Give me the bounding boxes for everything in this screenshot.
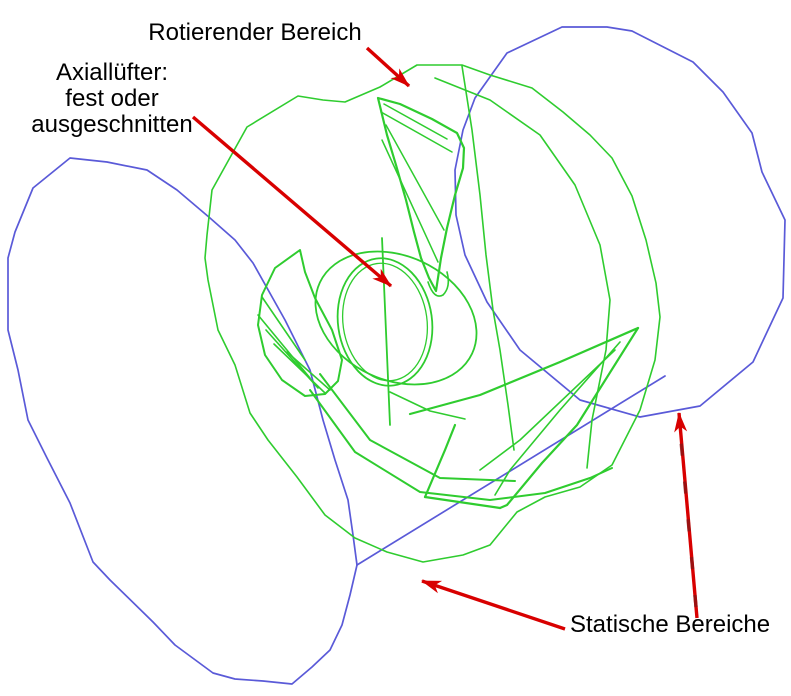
rotating-region-inner-wall bbox=[461, 65, 515, 451]
static-region-left-outline bbox=[7, 157, 358, 685]
fan-blade-left bbox=[257, 249, 343, 397]
rotating-region-outline bbox=[204, 64, 661, 563]
fan-blade-upper-outline bbox=[376, 96, 466, 293]
fan-root-arcs bbox=[309, 373, 613, 501]
fan-blade-upper-edge2 bbox=[380, 111, 453, 153]
fan-blade-lr-left-edge bbox=[423, 423, 457, 499]
fan-root-arc2 bbox=[319, 373, 516, 482]
static-region-connector-line bbox=[356, 375, 666, 566]
fan-hub-inner bbox=[336, 257, 434, 387]
fan-blade-upper-twist2 bbox=[381, 139, 439, 263]
fan-hub-inner-double bbox=[341, 262, 429, 382]
fan-blade-upper-twist1 bbox=[385, 124, 445, 231]
fan-blade-left-hatch2 bbox=[257, 314, 311, 379]
fan-root-arc3 bbox=[389, 391, 466, 420]
fan-blade-lr-top-edge bbox=[408, 326, 640, 416]
fan-blade-left-hatch5 bbox=[286, 351, 331, 391]
fan-blade-lr-inner2 bbox=[479, 349, 616, 471]
fan-blade-left-outline bbox=[257, 249, 343, 397]
fan-blade-upper-tip-loop bbox=[427, 271, 450, 297]
fan-blade-lr-bottom-edge bbox=[423, 495, 502, 510]
fan-root-arc1 bbox=[309, 389, 613, 501]
fan-blade-lower-right bbox=[408, 326, 640, 510]
label-axial-fan-line3: ausgeschnitten bbox=[31, 111, 193, 138]
fan-blade-upper bbox=[376, 96, 466, 297]
label-axial-fan: Axiallüfter: fest oder ausgeschnitten bbox=[8, 60, 216, 138]
fan-blade-upper-edge1 bbox=[383, 103, 448, 140]
static-region-right-outline bbox=[454, 26, 786, 418]
fan-blade-lr-hypotenuse bbox=[498, 326, 640, 510]
label-axial-fan-line1: Axiallüfter: bbox=[55, 59, 169, 86]
label-axial-fan-line2: fest oder bbox=[65, 85, 159, 112]
fan-blade-left-hatch1 bbox=[261, 296, 306, 361]
label-rotating-region: Rotierender Bereich bbox=[148, 19, 362, 46]
fan-blade-left-hatch4 bbox=[273, 343, 326, 394]
arrow-to-axial-fan bbox=[191, 115, 393, 288]
rotating-region-inner-rim bbox=[434, 77, 611, 469]
rotating-region-wireframe bbox=[204, 64, 661, 563]
arrow-to-static-region-bottom bbox=[421, 579, 566, 631]
arrow-to-rotating-region bbox=[365, 46, 411, 88]
annotation-arrows bbox=[191, 46, 699, 631]
static-regions-wireframe bbox=[7, 26, 786, 685]
fan-hub-axis-line bbox=[381, 237, 391, 426]
fan-blade-lr-inner1 bbox=[494, 341, 621, 496]
fan-hub-ring-outer bbox=[314, 250, 478, 386]
label-static-regions: Statische Bereiche bbox=[570, 611, 771, 638]
